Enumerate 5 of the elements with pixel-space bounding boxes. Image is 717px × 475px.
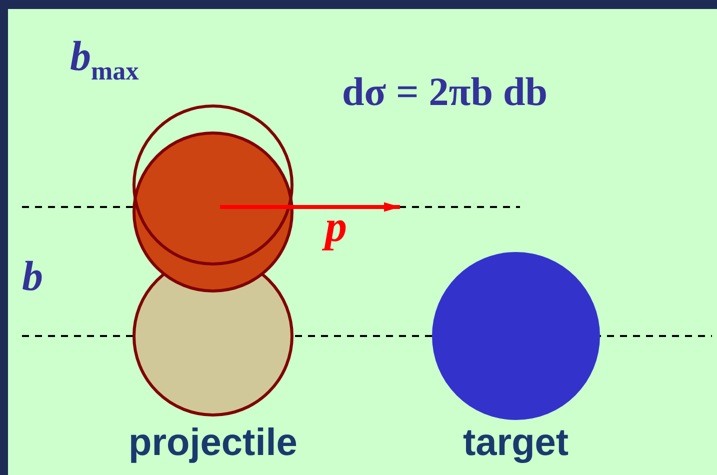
impact-parameter-label: b	[22, 256, 43, 298]
impact-parameter-max-label: b$_{max}$	[70, 36, 139, 84]
cross-section-formula: dσ = 2πb db	[342, 72, 548, 112]
projectile-label: projectile	[128, 424, 298, 462]
target-label: target	[463, 424, 569, 462]
